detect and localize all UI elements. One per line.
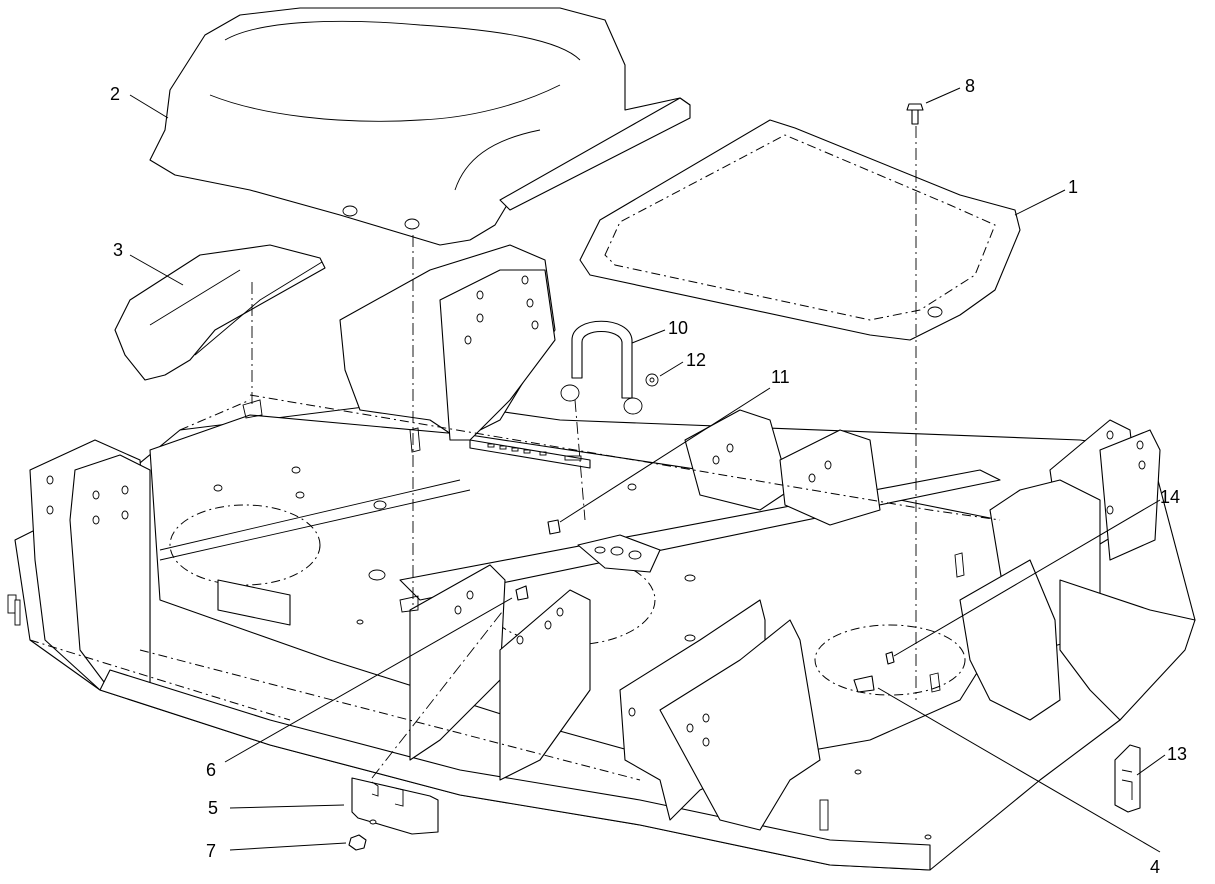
far-right-plate-holes <box>1106 430 1146 515</box>
callout-5: 5 <box>208 798 218 818</box>
callout-14: 14 <box>1160 487 1180 507</box>
side-shield-contour <box>149 261 323 356</box>
cable-terminal-right <box>623 397 643 415</box>
front-hidden-edge <box>29 639 641 781</box>
seat-rail <box>499 97 691 211</box>
callout-10: 10 <box>668 318 688 338</box>
bolt-head <box>906 103 924 111</box>
leader-4 <box>877 687 1161 853</box>
rear-right-plate-holes <box>712 443 832 483</box>
leader-1 <box>1014 189 1066 216</box>
part-side-shield <box>114 244 326 381</box>
deck-small-features <box>213 399 965 840</box>
part-washer <box>645 373 659 387</box>
part-nut <box>348 834 367 851</box>
leader-5 <box>229 804 345 809</box>
right-upright-plate-b <box>659 619 821 831</box>
rear-upright-plate-right <box>439 269 556 441</box>
control-panel-holes <box>594 546 642 560</box>
right-upright-holes <box>628 707 829 831</box>
seat-shell <box>149 7 691 246</box>
leader-7 <box>229 842 347 851</box>
leader-10 <box>631 329 666 344</box>
floor-pan-body <box>579 119 1021 341</box>
callout-leaders <box>129 87 1166 853</box>
latch-slot <box>1121 769 1133 800</box>
leader-6 <box>224 597 513 763</box>
callout-1: 1 <box>1068 177 1078 197</box>
seat-contour <box>209 20 581 191</box>
part-bolt <box>906 103 924 125</box>
floor-pan-hole <box>927 306 943 318</box>
part-pin-14 <box>885 651 895 665</box>
leader-12 <box>659 361 684 377</box>
center-circular-cutout <box>484 554 656 646</box>
leader-14 <box>893 499 1161 657</box>
cable-loop <box>571 320 633 399</box>
callout-7: 7 <box>206 841 216 861</box>
part-seat <box>149 7 691 246</box>
bolt-shank <box>911 109 919 125</box>
part-cable <box>560 320 643 415</box>
seat-mount-holes <box>342 205 420 230</box>
part-bracket-plate <box>351 777 439 835</box>
leader-13 <box>1136 754 1166 776</box>
bracket-plate-notch <box>371 781 404 807</box>
callout-11: 11 <box>771 367 790 387</box>
leader-3 <box>129 254 184 286</box>
callout-4: 4 <box>1150 857 1160 877</box>
chassis-frame <box>7 244 1196 871</box>
left-circular-cutout <box>169 504 321 586</box>
nut <box>348 834 367 851</box>
rect-cutout <box>217 579 291 626</box>
rail-slots <box>487 443 582 461</box>
right-outer-rail <box>1059 579 1196 721</box>
part-latch <box>1114 744 1141 813</box>
callout-13: 13 <box>1167 744 1187 764</box>
callout-12: 12 <box>686 350 706 370</box>
callout-2: 2 <box>110 84 120 104</box>
part-floor-pan <box>579 119 1021 341</box>
callout-labels: 1 2 3 4 5 6 7 8 10 11 12 13 14 <box>110 76 1187 877</box>
rear-plate-holes <box>464 275 539 345</box>
right-bracket <box>959 559 1061 721</box>
leader-11 <box>559 387 771 523</box>
cable-terminal-left <box>560 384 580 402</box>
bracket-plate-body <box>351 777 439 835</box>
latch-body <box>1114 744 1141 813</box>
callout-8: 8 <box>965 76 975 96</box>
leader-2 <box>129 94 169 119</box>
callout-3: 3 <box>113 240 123 260</box>
leader-8 <box>925 87 961 104</box>
far-right-plate-b <box>1099 429 1161 561</box>
part-pin-11 <box>547 519 561 535</box>
side-shield-body <box>114 244 326 381</box>
part-clip-4 <box>853 675 875 693</box>
deck-hidden-edge <box>179 394 1001 521</box>
floor-pan-inner <box>604 134 996 321</box>
rear-right-plate-b <box>779 429 881 526</box>
callout-6: 6 <box>206 760 216 780</box>
part-clip-6 <box>515 585 529 601</box>
center-spine-edge <box>159 479 471 561</box>
center-plate-holes <box>454 590 564 645</box>
assembly-center-lines <box>251 126 917 779</box>
left-plate-holes <box>7 475 129 626</box>
